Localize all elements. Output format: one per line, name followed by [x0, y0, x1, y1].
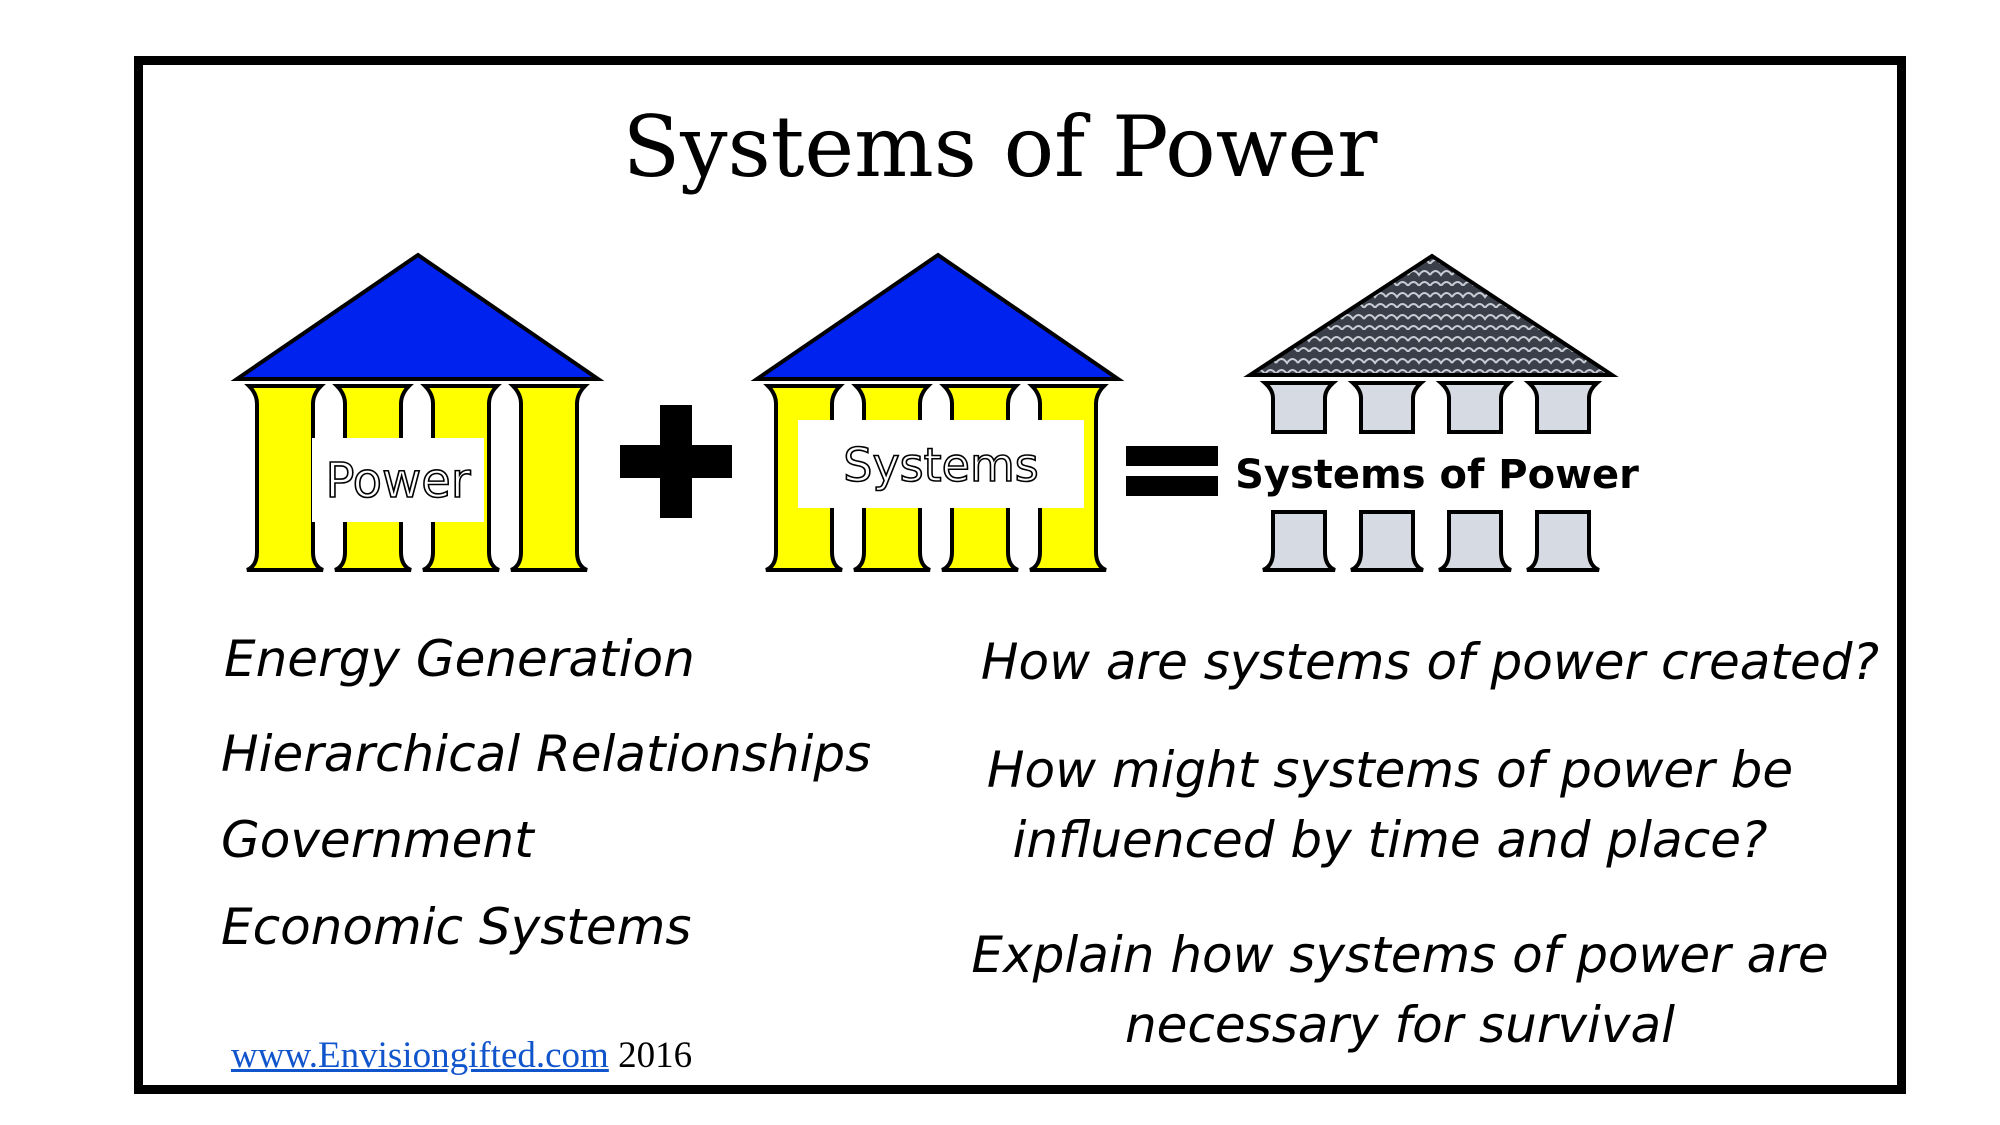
systems-of-power-label: Systems of Power	[1235, 452, 1639, 498]
footer-year: 2016	[618, 1035, 693, 1076]
power-building-roof	[230, 252, 605, 381]
power-building: Power	[230, 252, 605, 572]
question-created: How are systems of power created?	[980, 633, 1880, 691]
question-time-and-place: How might systems of power be influenced…	[986, 741, 1794, 869]
systems-of-power-roof	[1243, 253, 1619, 377]
footer-credit: www.Envisiongifted.com 2016	[231, 1034, 692, 1077]
topic-economic-systems: Economic Systems	[221, 898, 692, 956]
systems-label-box	[798, 420, 1084, 508]
page-title: Systems of Power	[622, 98, 1378, 196]
envisiongifted-link[interactable]: www.Envisiongifted.com	[231, 1035, 609, 1076]
topic-government: Government	[221, 811, 534, 869]
slide-frame	[134, 56, 1906, 1094]
topic-hierarchical-relationships: Hierarchical Relationships	[221, 725, 872, 783]
systems-label: Systems	[843, 438, 1039, 492]
systems-of-power-upper-pillars	[1259, 381, 1603, 434]
equals-operator: =	[1126, 446, 1218, 496]
power-label: Power	[325, 453, 470, 509]
topic-energy-generation: Energy Generation	[224, 630, 695, 688]
power-label-box	[312, 438, 484, 522]
plus-operator: +	[620, 405, 732, 518]
equals-operator-label: =	[1170, 469, 1171, 471]
power-building-pillars	[244, 384, 590, 572]
systems-of-power-lower-pillars	[1262, 510, 1600, 572]
systems-building: Systems	[750, 252, 1125, 572]
question-survival: Explain how systems of power are necessa…	[971, 926, 1829, 1054]
systems-of-power-building: Systems of Power	[1235, 253, 1639, 572]
systems-building-roof	[750, 252, 1125, 381]
